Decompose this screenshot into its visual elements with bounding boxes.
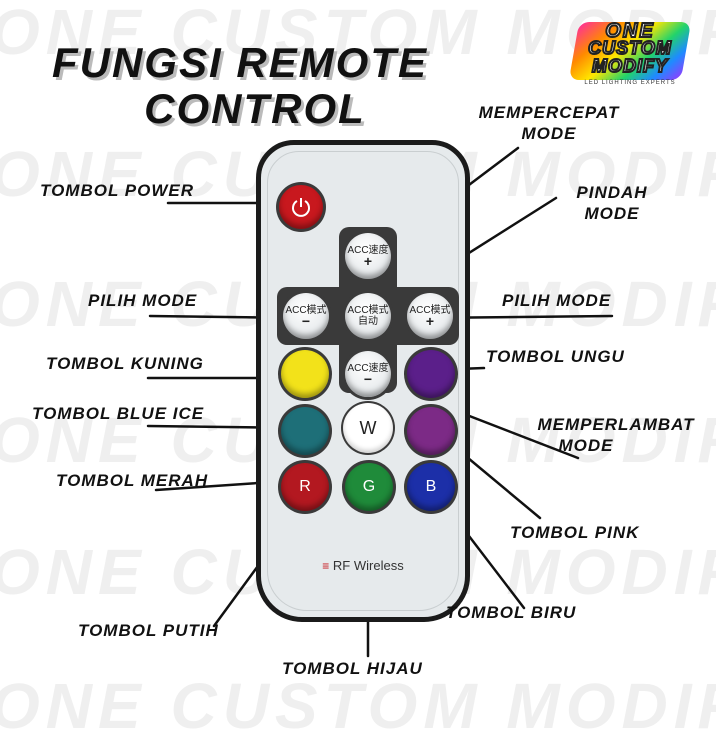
speed-down-sign: − [363,371,373,387]
label-pilih-mode-right: PILIH MODE [502,291,612,310]
label-memperlambat-line-2: MODE [558,436,614,455]
power-button[interactable] [279,185,323,229]
label-pindah-line-2: MODE [584,204,640,223]
power-icon [292,198,310,217]
pink-button[interactable] [407,407,455,455]
brand-logo: ONE CUSTOM MODIFY LED LIGHTING EXPERTS [566,18,694,90]
mode-minus-sign: − [301,313,311,329]
mode-auto-button[interactable]: ACC模式 自动 [345,293,391,339]
green-button-label: G [362,478,376,495]
mode-plus-label: ACC模式 [409,305,451,316]
label-tombol-kuning: TOMBOL KUNING [46,354,204,373]
mode-minus-button[interactable]: ACC模式 − [283,293,329,339]
speed-down-button[interactable]: ACC速度 − [345,351,391,397]
mode-auto-sub: 自动 [358,316,378,327]
label-tombol-blue-ice: TOMBOL BLUE ICE [32,404,205,423]
mode-auto-label: ACC模式 [347,305,389,316]
blue-button[interactable]: B [407,463,455,511]
speed-up-sign: + [363,253,373,269]
label-tombol-putih: TOMBOL PUTIH [78,621,219,640]
mode-minus-label: ACC模式 [285,305,327,316]
label-mempercepat-line-1: MEMPERCEPAT [478,103,620,122]
green-button[interactable]: G [345,463,393,511]
white-button[interactable]: W [343,403,393,453]
red-button-label: R [299,478,311,495]
speed-down-label: ACC速度 [347,363,389,374]
yellow-button[interactable] [281,350,329,398]
logo-line-2: CUSTOM [587,37,672,59]
wifi-icon: ≡ [322,559,330,573]
page-title: FUNGSI REMOTE CONTROL [0,40,480,132]
label-memperlambat-mode: MEMPERLAMBAT MODE [516,414,716,456]
rf-wireless-text: RF Wireless [332,558,404,573]
title-line-1: FUNGSI REMOTE [51,39,428,86]
label-tombol-pink: TOMBOL PINK [510,523,640,542]
speed-up-button[interactable]: ACC速度 + [345,233,391,279]
white-button-label: W [359,417,377,438]
logo-tagline: LED LIGHTING EXPERTS [584,80,676,86]
label-pindah-mode: PINDAH MODE [552,182,672,224]
label-tombol-merah: TOMBOL MERAH [56,471,209,490]
logo-line-1: ONE [604,19,655,43]
rf-wireless-label: ≡ RF Wireless [261,558,465,573]
label-memperlambat-line-1: MEMPERLAMBAT [537,415,695,434]
title-line-2: CONTROL [144,85,366,132]
label-pilih-mode-left: PILIH MODE [88,291,198,310]
speed-up-label: ACC速度 [347,245,389,256]
logo-line-3: MODIFY [591,55,668,77]
mode-plus-button[interactable]: ACC模式 + [407,293,453,339]
label-tombol-ungu: TOMBOL UNGU [486,347,625,366]
label-tombol-hijau: TOMBOL HIJAU [282,659,423,678]
purple-button[interactable] [407,350,455,398]
remote-inner-border [267,151,459,611]
remote-control: ACC速度 + ACC模式 − ACC模式 自动 ACC模式 + ACC速度 −… [256,140,470,622]
blue-button-label: B [425,478,437,495]
red-button[interactable]: R [281,463,329,511]
label-pindah-line-1: PINDAH [576,183,648,202]
label-mempercepat-mode: MEMPERCEPAT MODE [462,102,636,144]
label-tombol-power: TOMBOL POWER [40,181,194,200]
mode-plus-sign: + [425,313,435,329]
label-tombol-biru: TOMBOL BIRU [446,603,577,622]
label-mempercepat-line-2: MODE [521,124,577,143]
blue-ice-button[interactable] [281,407,329,455]
